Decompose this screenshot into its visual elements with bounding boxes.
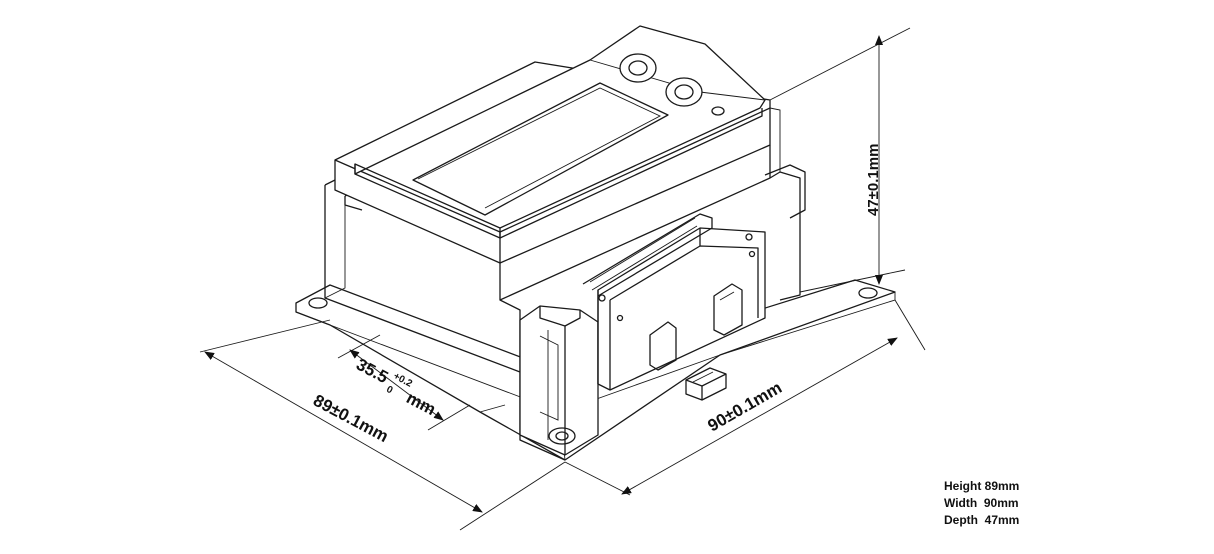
spec-list: Height 89mm Width 90mm Depth 47mm [944,478,1019,529]
slot-tolerance-upper: +0.2 [391,371,414,390]
slot-tolerance-lower: 0 [384,384,394,397]
dimension-lines [199,27,926,531]
base-clip [685,367,727,401]
display-window [412,82,669,216]
slot-dimension-line [349,349,444,421]
spec-height: Height 89mm [944,479,1020,493]
slot-value: 35.5 [353,355,391,387]
slot-unit: mm [403,388,439,419]
height-dimension-label: 47±0.1mm [865,144,882,216]
mounting-hole-left [308,297,328,309]
connector-panel [582,213,766,391]
indicator-led [711,106,725,116]
spec-depth: Depth 47mm [944,513,1020,527]
width-dimension-label: 89±0.1mm [310,391,391,446]
mounting-hole-right [858,287,878,299]
depth-dimension-line [621,337,898,495]
button-left [619,53,657,83]
terminal-column [519,305,599,456]
spec-width: Width 90mm [944,496,1019,510]
button-right [665,77,703,107]
meter-body [295,25,896,461]
width-dimension-line [204,351,483,513]
